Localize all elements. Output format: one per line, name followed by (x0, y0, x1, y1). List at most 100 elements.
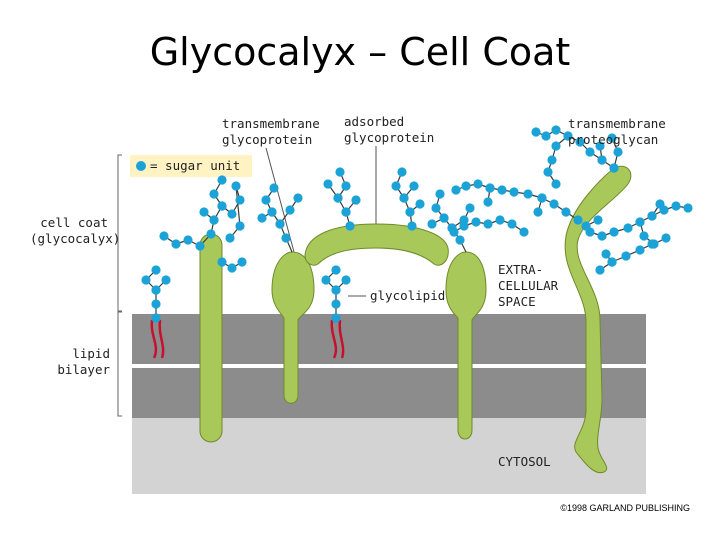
label-extracellular-space: EXTRA- CELLULAR SPACE (498, 262, 558, 310)
sugar-unit-dot (435, 189, 445, 199)
sugar-unit-dot (427, 219, 437, 229)
sugar-unit-dot (151, 313, 161, 323)
sugar-unit-dot (195, 241, 205, 251)
sugar-unit-dot (217, 257, 227, 267)
sugar-unit-dot (293, 193, 303, 203)
sugar-unit-dot (585, 227, 595, 237)
sugar-unit-dot (323, 179, 333, 189)
sugar-unit-dot (461, 181, 471, 191)
sugar-unit-dot (533, 207, 543, 217)
tm-proteoglycan (564, 165, 632, 474)
sugar-unit-dot (541, 131, 551, 141)
sugar-unit-dot (335, 167, 345, 177)
sugar-unit-dot (473, 179, 483, 189)
sugar-unit-dot (609, 227, 619, 237)
sugar-unit-dot (455, 235, 465, 245)
sugar-unit-dot (331, 285, 341, 295)
label-tm-proteoglycan: transmembrane proteoglycan (568, 116, 666, 148)
sugar-unit-dot (483, 219, 493, 229)
sugar-unit-dot (151, 285, 161, 295)
sugar-unit-dot (531, 127, 541, 137)
sugar-unit-dot (451, 185, 461, 195)
sugar-unit-dot (597, 155, 607, 165)
cell-coat-bracket (117, 154, 122, 312)
sugar-unit-dot (509, 187, 519, 197)
sugar-unit-dot (523, 189, 533, 199)
sugar-unit-dot (595, 141, 605, 151)
sugar-unit-dot (391, 181, 401, 191)
sugar-unit-dot (333, 193, 343, 203)
oligosaccharide-chains (141, 125, 693, 323)
sugar-unit-dot (199, 207, 209, 217)
sugar-unit-dot (227, 263, 237, 273)
sugar-unit-dot (597, 231, 607, 241)
sugar-unit-dot (409, 181, 419, 191)
sugar-unit-dot (275, 219, 285, 229)
label-extracellular-text: EXTRA- CELLULAR SPACE (498, 262, 559, 309)
sugar-unit-dot (561, 207, 571, 217)
sugar-unit-dot (519, 227, 529, 237)
sugar-legend-box (130, 155, 252, 177)
sugar-unit-dot (285, 205, 295, 215)
sugar-unit-dot (607, 133, 617, 143)
sugar-unit-dot (281, 233, 291, 243)
sugar-unit-dot (551, 179, 561, 189)
bilayer-bracket (117, 311, 122, 417)
sugar-unit-dot (261, 195, 271, 205)
sugar-unit-dot (431, 203, 441, 213)
page-title: Glycocalyx – Cell Coat (149, 30, 571, 74)
sugar-unit-dot (217, 175, 227, 185)
sugar-unit-dot (683, 203, 693, 213)
sugar-unit-dot (151, 299, 161, 309)
label-lipid-bilayer: lipid bilayer (50, 346, 110, 378)
sugar-unit-dot (465, 203, 475, 213)
sugar-unit-dot (647, 239, 657, 249)
sugar-unit-dot (497, 185, 507, 195)
label-adsorbed-glycoprotein: adsorbed glycoprotein (344, 114, 434, 146)
sugar-unit-dot (257, 213, 267, 223)
sugar-unit-dot (647, 211, 657, 221)
sugar-unit-dot (547, 155, 557, 165)
sugar-unit-dot (573, 215, 583, 225)
sugar-unit-dot (351, 195, 361, 205)
sugar-unit-dot (161, 275, 171, 285)
sugar-unit-dot (267, 207, 277, 217)
glycolipid-tails-center (330, 319, 345, 359)
label-adsorbed-glycoprotein-text: adsorbed glycoprotein (344, 114, 435, 145)
sugar-unit-dot (235, 195, 245, 205)
sugar-unit-dot (231, 181, 241, 191)
sugar-unit-dot (585, 147, 595, 157)
sugar-unit-dot (483, 197, 493, 207)
sugar-unit-dot (551, 125, 561, 135)
sugar-unit-dot (623, 223, 633, 233)
sugar-legend-icon (136, 161, 146, 171)
sugar-unit-dot (269, 183, 279, 193)
sugar-unit-dot (439, 213, 449, 223)
sugar-unit-dot (601, 249, 611, 259)
sugar-unit-dot (635, 217, 645, 227)
sugar-unit-dot (639, 231, 649, 241)
sugar-unit-dot (159, 231, 169, 241)
tm-glycoprotein-mushroom-left (271, 251, 315, 404)
sugar-unit-dot (593, 215, 603, 225)
glycolipid-tails-left (150, 319, 165, 359)
sugar-unit-dot (407, 221, 417, 231)
label-tm-glycoprotein: transmembrane glycoprotein (222, 116, 320, 148)
sugar-unit-dot (495, 215, 505, 225)
sugar-unit-dot (671, 201, 681, 211)
sugar-unit-dot (171, 239, 181, 249)
sugar-unit-dot (237, 257, 247, 267)
sugar-unit-dot (331, 299, 341, 309)
sugar-unit-dot (485, 183, 495, 193)
sugar-unit-dot (399, 193, 409, 203)
sugar-unit-dot (549, 199, 559, 209)
sugar-unit-dot (183, 235, 193, 245)
sugar-unit-dot (655, 199, 665, 209)
label-cell-coat: cell coat (glycocalyx) (30, 215, 120, 247)
sugar-unit-dot (609, 163, 619, 173)
sugar-unit-dot (507, 219, 517, 229)
sugar-unit-dot (227, 209, 237, 219)
sugar-unit-dot (209, 215, 219, 225)
sugar-unit-dot (341, 181, 351, 191)
